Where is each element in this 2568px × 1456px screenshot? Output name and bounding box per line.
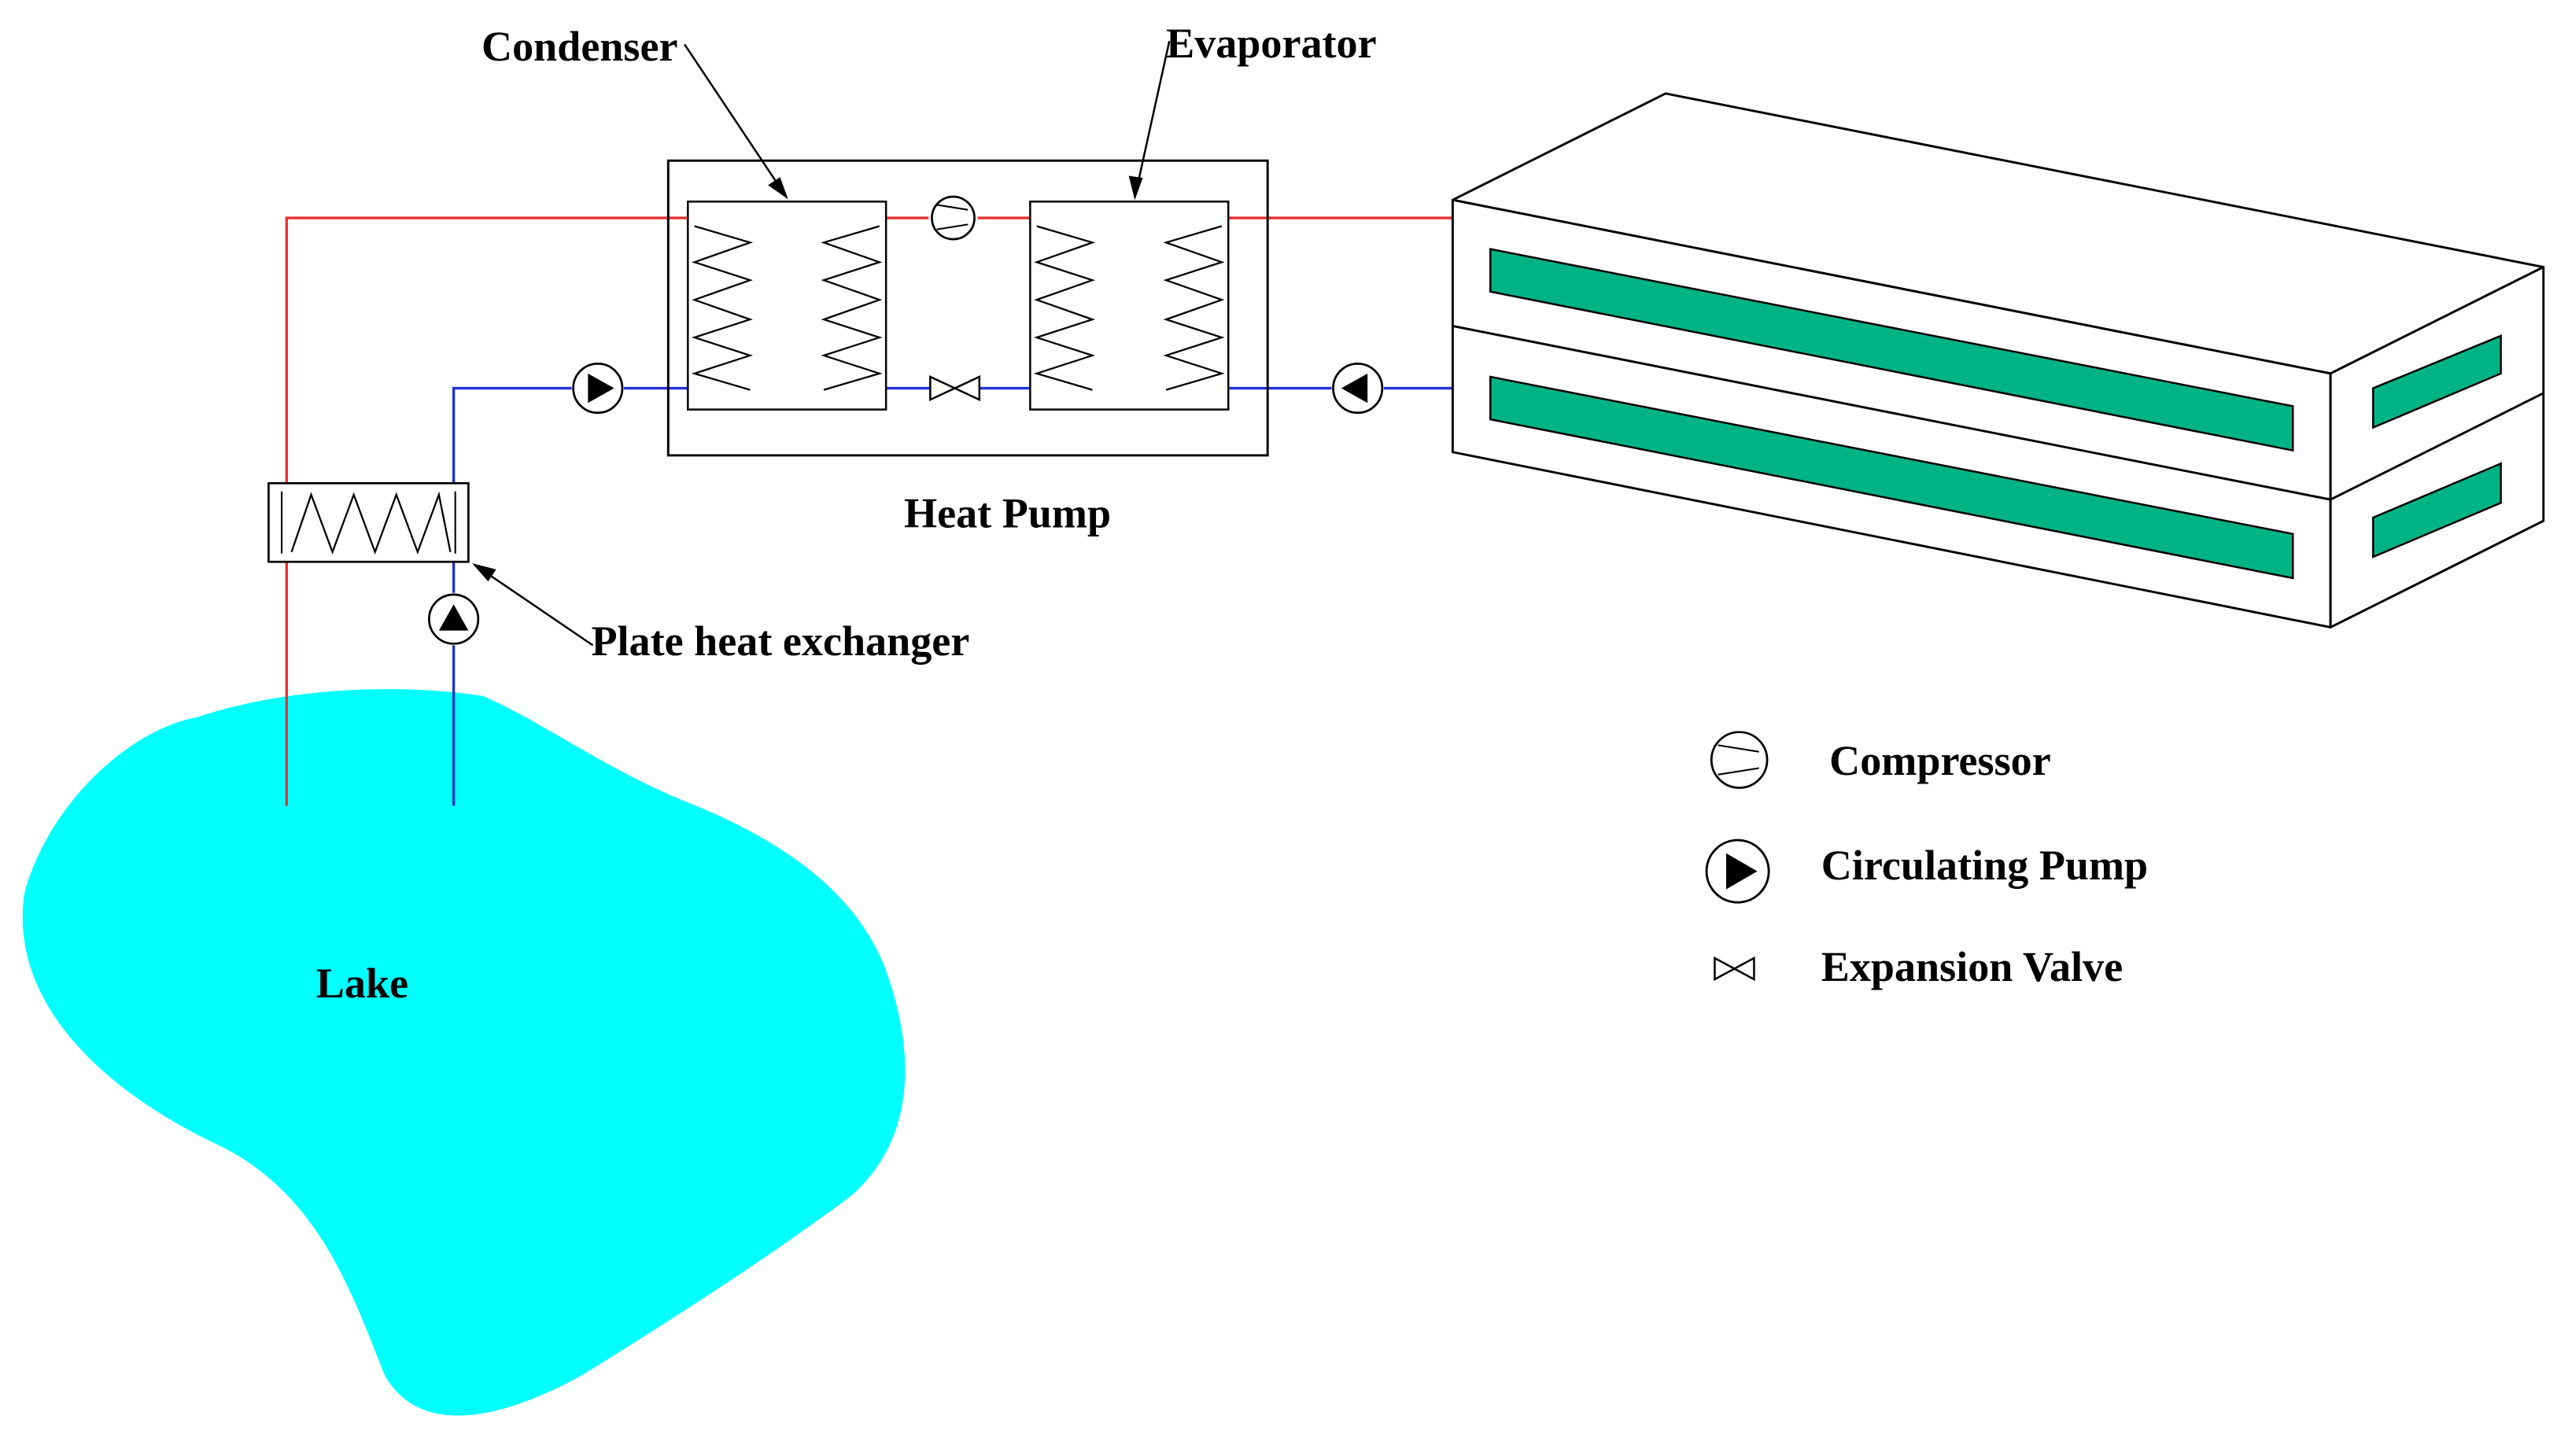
compressor-icon	[931, 195, 976, 241]
radiant-panel-strip	[2372, 334, 2502, 429]
legend-circulating-pump-icon	[1705, 839, 1770, 904]
evaporator-unit	[1029, 201, 1230, 411]
zigzag-coil-icon	[1163, 225, 1225, 391]
legend-compressor-icon	[1710, 731, 1769, 789]
radiant-panel-strip	[2372, 462, 2502, 558]
zigzag-coil-icon	[290, 491, 452, 555]
legend-circulating-pump-label: Circulating Pump	[1821, 842, 2148, 889]
zigzag-coil-icon	[1033, 225, 1096, 391]
zigzag-coil-icon	[821, 225, 883, 391]
evaporator-label: Evaporator	[1166, 20, 1377, 67]
cold-water-pipes	[452, 386, 1453, 806]
hot-water-pipes	[285, 216, 1453, 806]
condenser-label: Condenser	[482, 23, 678, 70]
plate-heat-exchanger	[268, 481, 470, 563]
radiant-panel-building	[1451, 92, 2545, 628]
circulating-pump-icon	[1332, 362, 1384, 415]
heat-pump-label: Heat Pump	[904, 490, 1111, 537]
lake-label: Lake	[316, 960, 408, 1007]
legend-compressor-label: Compressor	[1829, 737, 2051, 784]
legend-expansion-valve-icon	[1714, 956, 1755, 982]
leader-lines	[472, 40, 1171, 647]
radiant-panel-strip	[1489, 375, 2294, 580]
heat-pump-box	[666, 159, 1269, 457]
circulating-pump-icon	[572, 362, 624, 415]
legend: Compressor Circulating Pump Expansion Va…	[1705, 731, 2148, 990]
expansion-valve-icon	[929, 375, 981, 402]
condenser-unit	[687, 201, 887, 411]
lake-shape	[22, 689, 906, 1416]
circulating-pump-icon	[428, 593, 480, 645]
plate-heat-exchanger-label: Plate heat exchanger	[591, 617, 969, 665]
legend-expansion-valve-label: Expansion Valve	[1821, 943, 2123, 990]
radiant-panel-strip	[1489, 248, 2294, 452]
zigzag-coil-icon	[691, 225, 754, 391]
